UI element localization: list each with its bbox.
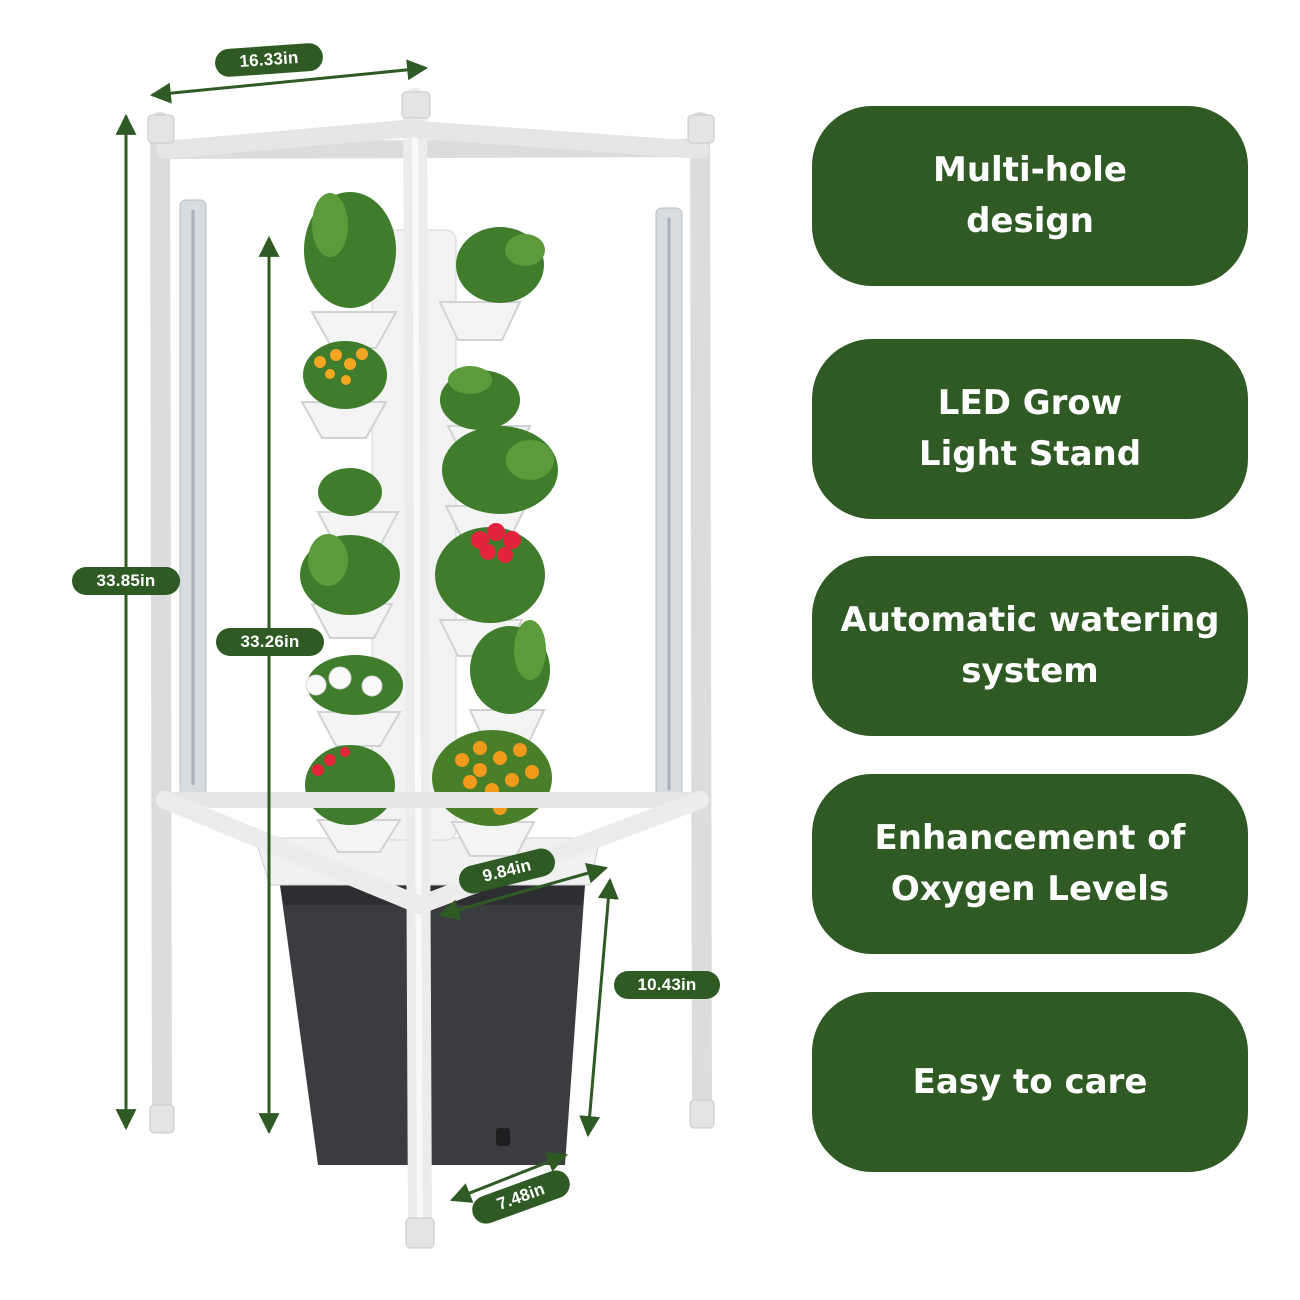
feature-badge-led-light: LED Grow Light Stand [812,339,1248,519]
feature-text: Automatic watering system [840,600,1220,691]
white-flowers [305,666,383,697]
yellow-orange-flowers [314,348,368,385]
feature-badge-watering: Automatic watering system [812,556,1248,736]
grow-tower-illustration [115,59,715,1249]
feature-text: Enhancement of Oxygen Levels [874,818,1186,909]
feature-badge-multi-hole: Multi-hole design [812,106,1248,286]
frame-height-label: 33.85in [72,567,180,595]
tank-height-label: 10.43in [614,971,720,999]
dimension-arrows [115,59,619,1203]
feature-text: LED Grow Light Stand [918,383,1142,474]
feature-badge-easy-care: Easy to care [812,992,1248,1172]
feature-badge-oxygen: Enhancement of Oxygen Levels [812,774,1248,954]
orange-fruit-plant [432,730,552,826]
tower-height-label: 33.26in [216,628,324,656]
feature-text: Easy to care [912,1061,1148,1102]
feature-text: Multi-hole design [933,150,1127,241]
red-flowers [312,523,521,776]
